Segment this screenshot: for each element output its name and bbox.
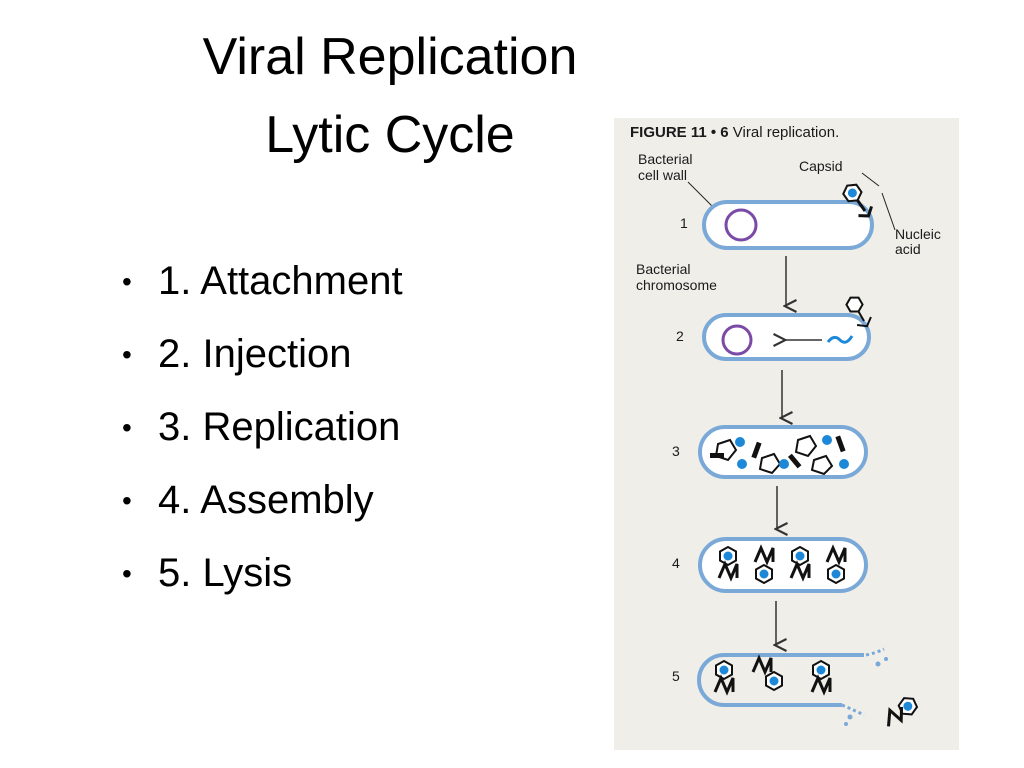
label-nucleic-2: acid (895, 241, 921, 257)
capsid-part (758, 452, 782, 475)
title-line-2: Lytic Cycle (265, 106, 515, 164)
figure-caption: Viral replication. (729, 124, 840, 141)
viral-replication-figure: FIGURE 11 • 6 Viral replication. Bacteri… (614, 118, 959, 750)
stage-2-cell (702, 296, 872, 361)
label-cell-wall-1: Bacterial (638, 151, 692, 167)
stage-number: 2 (676, 328, 684, 344)
bullet-text: 4. Assembly (158, 478, 374, 522)
bullet-dot-icon: • (122, 338, 132, 370)
bullet-list: • 1. Attachment • 2. Injection • 3. Replica… (122, 245, 403, 610)
bullet-item: • 1. Attachment (122, 245, 403, 318)
capsid-part (794, 434, 818, 458)
stage-number: 4 (672, 555, 680, 571)
phage-icon (839, 180, 873, 218)
chromosome-icon (721, 324, 753, 356)
stage-number: 5 (672, 668, 680, 684)
figure-diagram: FIGURE 11 • 6 Viral replication. Bacteri… (630, 124, 941, 727)
nucleic-acid-dot (839, 459, 849, 469)
label-nucleic-1: Nucleic (895, 226, 941, 242)
tail-part (751, 441, 762, 459)
leader-line (687, 181, 713, 207)
bullet-dot-icon: • (122, 411, 132, 443)
tail-part (787, 453, 802, 469)
bullet-item: • 4. Assembly (122, 464, 403, 537)
nucleic-acid-dot (779, 459, 789, 469)
stage-1-cell (702, 180, 874, 250)
bullet-item: • 5. Lysis (122, 537, 403, 610)
nucleic-acid-dot (735, 437, 745, 447)
chromosome-icon (724, 208, 758, 242)
bullet-item: • 3. Replication (122, 391, 403, 464)
stage-number: 3 (672, 443, 680, 459)
figure-number: FIGURE 11 • 6 (630, 124, 729, 141)
tail-part (835, 435, 846, 453)
bullet-item: • 2. Injection (122, 318, 403, 391)
nucleic-acid-dot (737, 459, 747, 469)
released-phage-icon (812, 660, 830, 680)
stage-3-cell (698, 425, 868, 479)
tail-part (710, 453, 724, 458)
capsid-part (810, 454, 834, 476)
label-capsid: Capsid (799, 158, 843, 174)
label-chromosome-1: Bacterial (636, 261, 690, 277)
title-line-1: Viral Replication (202, 28, 578, 86)
nucleic-acid-strand (826, 335, 854, 344)
released-phage-icon (887, 693, 920, 727)
stage-4-cell (698, 537, 868, 593)
label-chromosome-2: chromosome (636, 277, 717, 293)
bullet-text: 1. Attachment (158, 259, 403, 303)
bullet-dot-icon: • (122, 484, 132, 516)
assembled-phage-icon (827, 564, 845, 584)
bullet-dot-icon: • (122, 265, 132, 297)
phage-icon (845, 296, 872, 328)
stage-5-cell (697, 647, 920, 727)
leader-line (881, 192, 896, 231)
released-phage-icon (715, 660, 733, 680)
slide-title: Viral Replication Lytic Cycle (150, 18, 630, 174)
assembled-phage-icon (755, 564, 773, 584)
leader-line (861, 172, 880, 187)
bullet-text: 3. Replication (158, 405, 401, 449)
nucleic-acid-dot (822, 435, 832, 445)
bullet-text: 5. Lysis (158, 551, 293, 595)
assembled-phage-icon (791, 546, 809, 566)
bullet-dot-icon: • (122, 557, 132, 589)
bullet-text: 2. Injection (158, 332, 352, 376)
label-cell-wall-2: cell wall (638, 167, 687, 183)
assembled-phage-icon (719, 546, 737, 566)
svg-text:FIGURE 11 • 6 Viral replicatio: FIGURE 11 • 6 Viral replication. (630, 124, 839, 141)
stage-number: 1 (680, 215, 688, 231)
released-phage-icon (765, 671, 783, 691)
